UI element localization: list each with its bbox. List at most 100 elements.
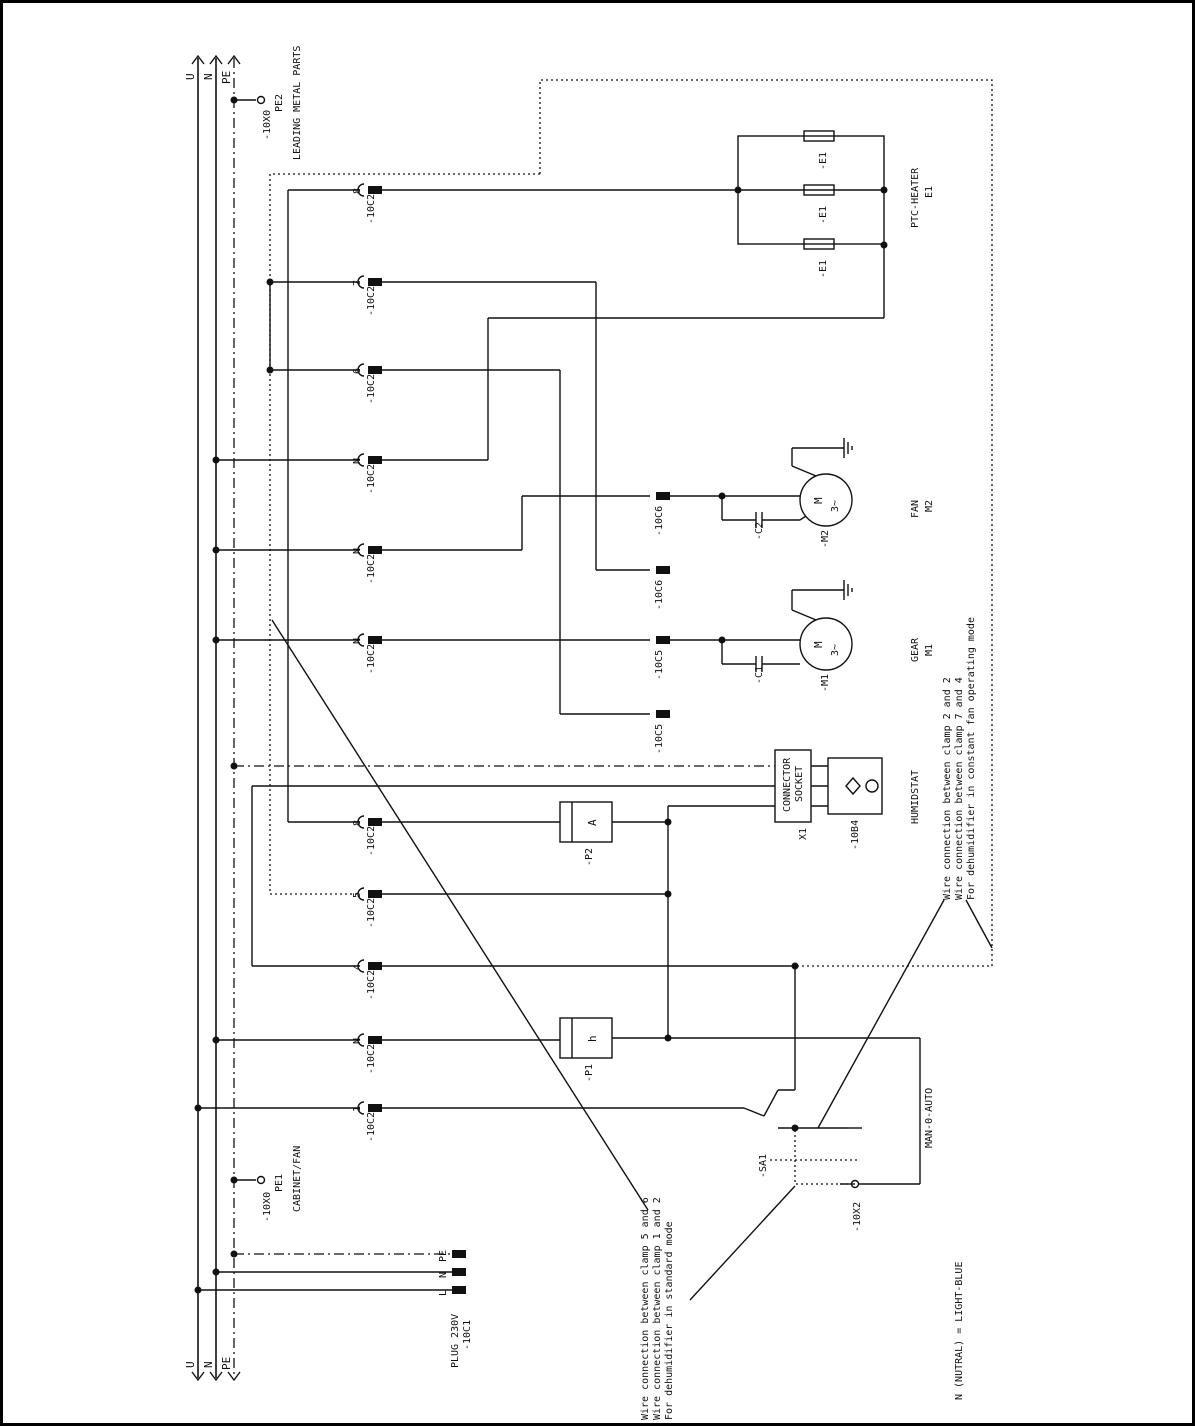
ptc-heater-label: PTC-HEATER xyxy=(910,167,921,228)
e1-ref-2: -E1 xyxy=(818,206,829,224)
note-leaders xyxy=(271,619,993,1301)
terminal-10c2-ref: -10C2 xyxy=(366,194,377,224)
terminal-10c2-ref: -10C2 xyxy=(366,1044,377,1074)
pe1-label: PE1 xyxy=(274,1174,285,1192)
plug-label: PLUG 230V xyxy=(450,1314,461,1368)
selector-switch-sa1 xyxy=(763,1089,862,1161)
c6-label-1: -10C6 xyxy=(654,506,665,536)
plug-pe-label: PE xyxy=(438,1250,449,1262)
c5-label-2: -10C5 xyxy=(654,724,665,754)
fan-m2-label: M2 xyxy=(924,500,935,512)
pe1-terminal xyxy=(230,1175,266,1185)
x0-bottom-label: -10X0 xyxy=(262,1192,273,1222)
connector-label: CONNECTOR xyxy=(782,757,793,812)
hour-counter-p1 xyxy=(559,1017,613,1059)
ptc-e1-label: E1 xyxy=(924,186,935,198)
gear-label: GEAR xyxy=(910,637,921,662)
terminal-10c2-ref: -10C2 xyxy=(366,464,377,494)
terminal-10c2-number: 5 xyxy=(352,892,363,898)
terminal-10c2-number: 7 xyxy=(352,280,363,286)
m1-ref: -M1 xyxy=(820,674,831,692)
terminal-10c2-number: N xyxy=(352,548,363,554)
bus-label-pe-top: PE xyxy=(220,71,233,84)
sa1-label: -SA1 xyxy=(758,1154,769,1178)
plug-n-label: N xyxy=(438,1272,449,1278)
wiring xyxy=(194,189,921,1185)
connector-socket-x1 xyxy=(774,749,828,823)
c5-label-1: -10C5 xyxy=(654,650,665,680)
terminal-10c2-number: 4 xyxy=(352,964,363,970)
x0-top-label: -10X0 xyxy=(262,110,273,140)
terminal-10c2-8: 5-10C2 xyxy=(352,887,382,928)
note-bottom-line-1: Wire connection between clamp 5 and 6 xyxy=(640,1197,651,1420)
bus-label-pe-bottom: PE xyxy=(220,1357,233,1370)
note-top-line-3: For dehumidifier in constant fan operati… xyxy=(966,617,977,900)
gear-motor-m1 xyxy=(656,580,853,718)
supply-bus xyxy=(191,54,241,1382)
m2-symbol: M xyxy=(812,497,825,504)
bus-label-u-bottom: U xyxy=(184,1361,197,1368)
ptc-heater-e1 xyxy=(734,130,888,250)
humidistat-label: HUMIDSTAT xyxy=(910,770,921,824)
note-bottom-line-2: Wire connection between clamp 1 and 2 xyxy=(652,1197,663,1420)
terminal-10c2-number: N xyxy=(352,638,363,644)
plug-connector xyxy=(194,1250,466,1294)
fan-label: FAN xyxy=(910,500,921,518)
socket-label: SOCKET xyxy=(794,766,805,802)
fan-motor-m2 xyxy=(656,438,853,574)
bus-label-n-top: N xyxy=(202,73,215,80)
pe2-label: PE2 xyxy=(274,94,285,112)
e1-ref-1: -E1 xyxy=(818,152,829,170)
terminal-10c2-ref: -10C2 xyxy=(366,374,377,404)
meter-p2 xyxy=(559,801,613,843)
gear-m1-label: M1 xyxy=(924,644,935,656)
note-top-line-2: Wire connection between clamp 7 and 4 xyxy=(954,677,965,900)
terminal-10c2-ref: -10C2 xyxy=(366,286,377,316)
e1-ref-3: -E1 xyxy=(818,260,829,278)
p2-symbol: A xyxy=(586,819,599,826)
plug-ref-label: -10C1 xyxy=(462,1320,473,1350)
man-auto-label: MAN-0-AUTO xyxy=(924,1088,935,1148)
cabinet-fan-label: CABINET/FAN xyxy=(292,1146,303,1212)
terminal-10c2-number: 6 xyxy=(352,368,363,374)
terminal-10c2-ref: -10C2 xyxy=(366,1112,377,1142)
terminal-10c2-ref: -10C2 xyxy=(366,826,377,856)
b4-label: -10B4 xyxy=(850,820,861,850)
optional-wiring-dotted xyxy=(269,79,993,1185)
bus-label-u-top: U xyxy=(184,73,197,80)
terminal-strip-10c2: 8-10C27-10C26-10C2N-10C2N-10C2N-10C28-10… xyxy=(352,183,382,1142)
terminal-10c2-number: 8 xyxy=(352,188,363,194)
leading-metal-label: LEADING METAL PARTS xyxy=(292,46,303,160)
m2-ref: -M2 xyxy=(820,530,831,548)
c1-cap-label: -C1 xyxy=(754,666,765,684)
terminal-10c2-ref: -10C2 xyxy=(366,644,377,674)
m1-phase: 3~ xyxy=(830,644,841,656)
p2-label: -P2 xyxy=(584,848,595,866)
m1-symbol: M xyxy=(812,641,825,648)
neutral-legend: N (NUTRAL) = LIGHT-BLUE xyxy=(954,1262,965,1400)
note-bottom-line-3: For dehumidifier in standard mode xyxy=(664,1221,675,1420)
plug-l-label: L xyxy=(438,1290,449,1296)
terminal-10c2-number: 8 xyxy=(352,820,363,826)
terminal-10c2-number: 1 xyxy=(352,1106,363,1112)
terminal-x2 xyxy=(840,1179,860,1189)
x2-label: -10X2 xyxy=(852,1202,863,1232)
p1-label: -P1 xyxy=(584,1064,595,1082)
note-top-line-1: Wire connection between clamp 2 and 2 xyxy=(942,677,953,900)
terminal-10c2-number: N xyxy=(352,458,363,464)
terminal-10c2-ref: -10C2 xyxy=(366,554,377,584)
bus-label-n-bottom: N xyxy=(202,1361,215,1368)
terminal-10c2-number: N xyxy=(352,1038,363,1044)
pe2-terminal xyxy=(230,95,266,105)
m2-phase: 3~ xyxy=(830,500,841,512)
c2-cap-label: -C2 xyxy=(754,522,765,540)
p1-symbol: h xyxy=(586,1035,599,1042)
terminal-10c2-ref: -10C2 xyxy=(366,970,377,1000)
c6-label-2: -10C6 xyxy=(654,580,665,610)
terminal-10c2-ref: -10C2 xyxy=(366,898,377,928)
x1-label: X1 xyxy=(798,828,809,840)
humidistat-sensor xyxy=(827,757,883,815)
